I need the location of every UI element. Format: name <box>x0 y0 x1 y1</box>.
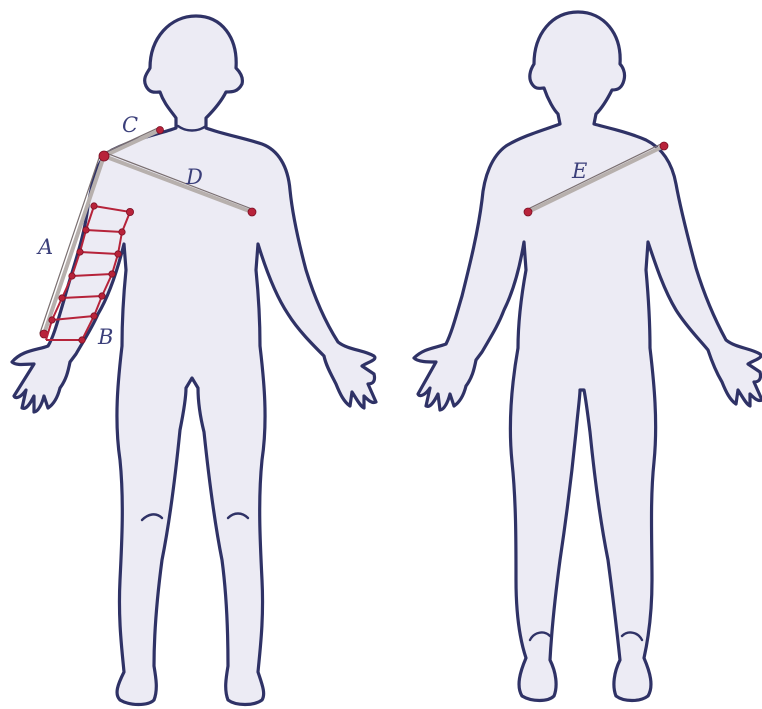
back-body-outline <box>414 12 762 701</box>
arm-circumference-marker <box>83 227 89 233</box>
label-a: A <box>36 235 53 259</box>
front-body-outline <box>12 16 376 705</box>
arm-circumference-marker <box>109 271 115 277</box>
label-e: E <box>571 159 587 183</box>
arm-circumference-marker <box>79 337 85 343</box>
label-b: B <box>97 325 113 349</box>
front-figure <box>12 16 376 705</box>
arm-circumference-marker <box>115 251 121 257</box>
arm-circumference-marker <box>126 208 133 215</box>
back-figure <box>414 12 762 701</box>
arm-circumference-marker <box>59 295 65 301</box>
label-d: D <box>185 165 203 189</box>
measurement-e-start-marker <box>524 208 532 216</box>
shoulder-point-marker <box>99 151 109 161</box>
label-c: C <box>122 113 138 137</box>
arm-circumference-marker <box>77 249 83 255</box>
arm-circumference-marker <box>69 273 75 279</box>
arm-circumference-marker <box>99 293 105 299</box>
arm-circumference-marker <box>49 317 55 323</box>
measurement-d-end-marker <box>248 208 256 216</box>
arm-circumference-marker <box>91 313 97 319</box>
arm-circumference-marker <box>91 203 97 209</box>
measurement-c-end-marker <box>157 127 164 134</box>
arm-circumference-marker <box>119 229 125 235</box>
measurement-e-end-marker <box>660 142 668 150</box>
